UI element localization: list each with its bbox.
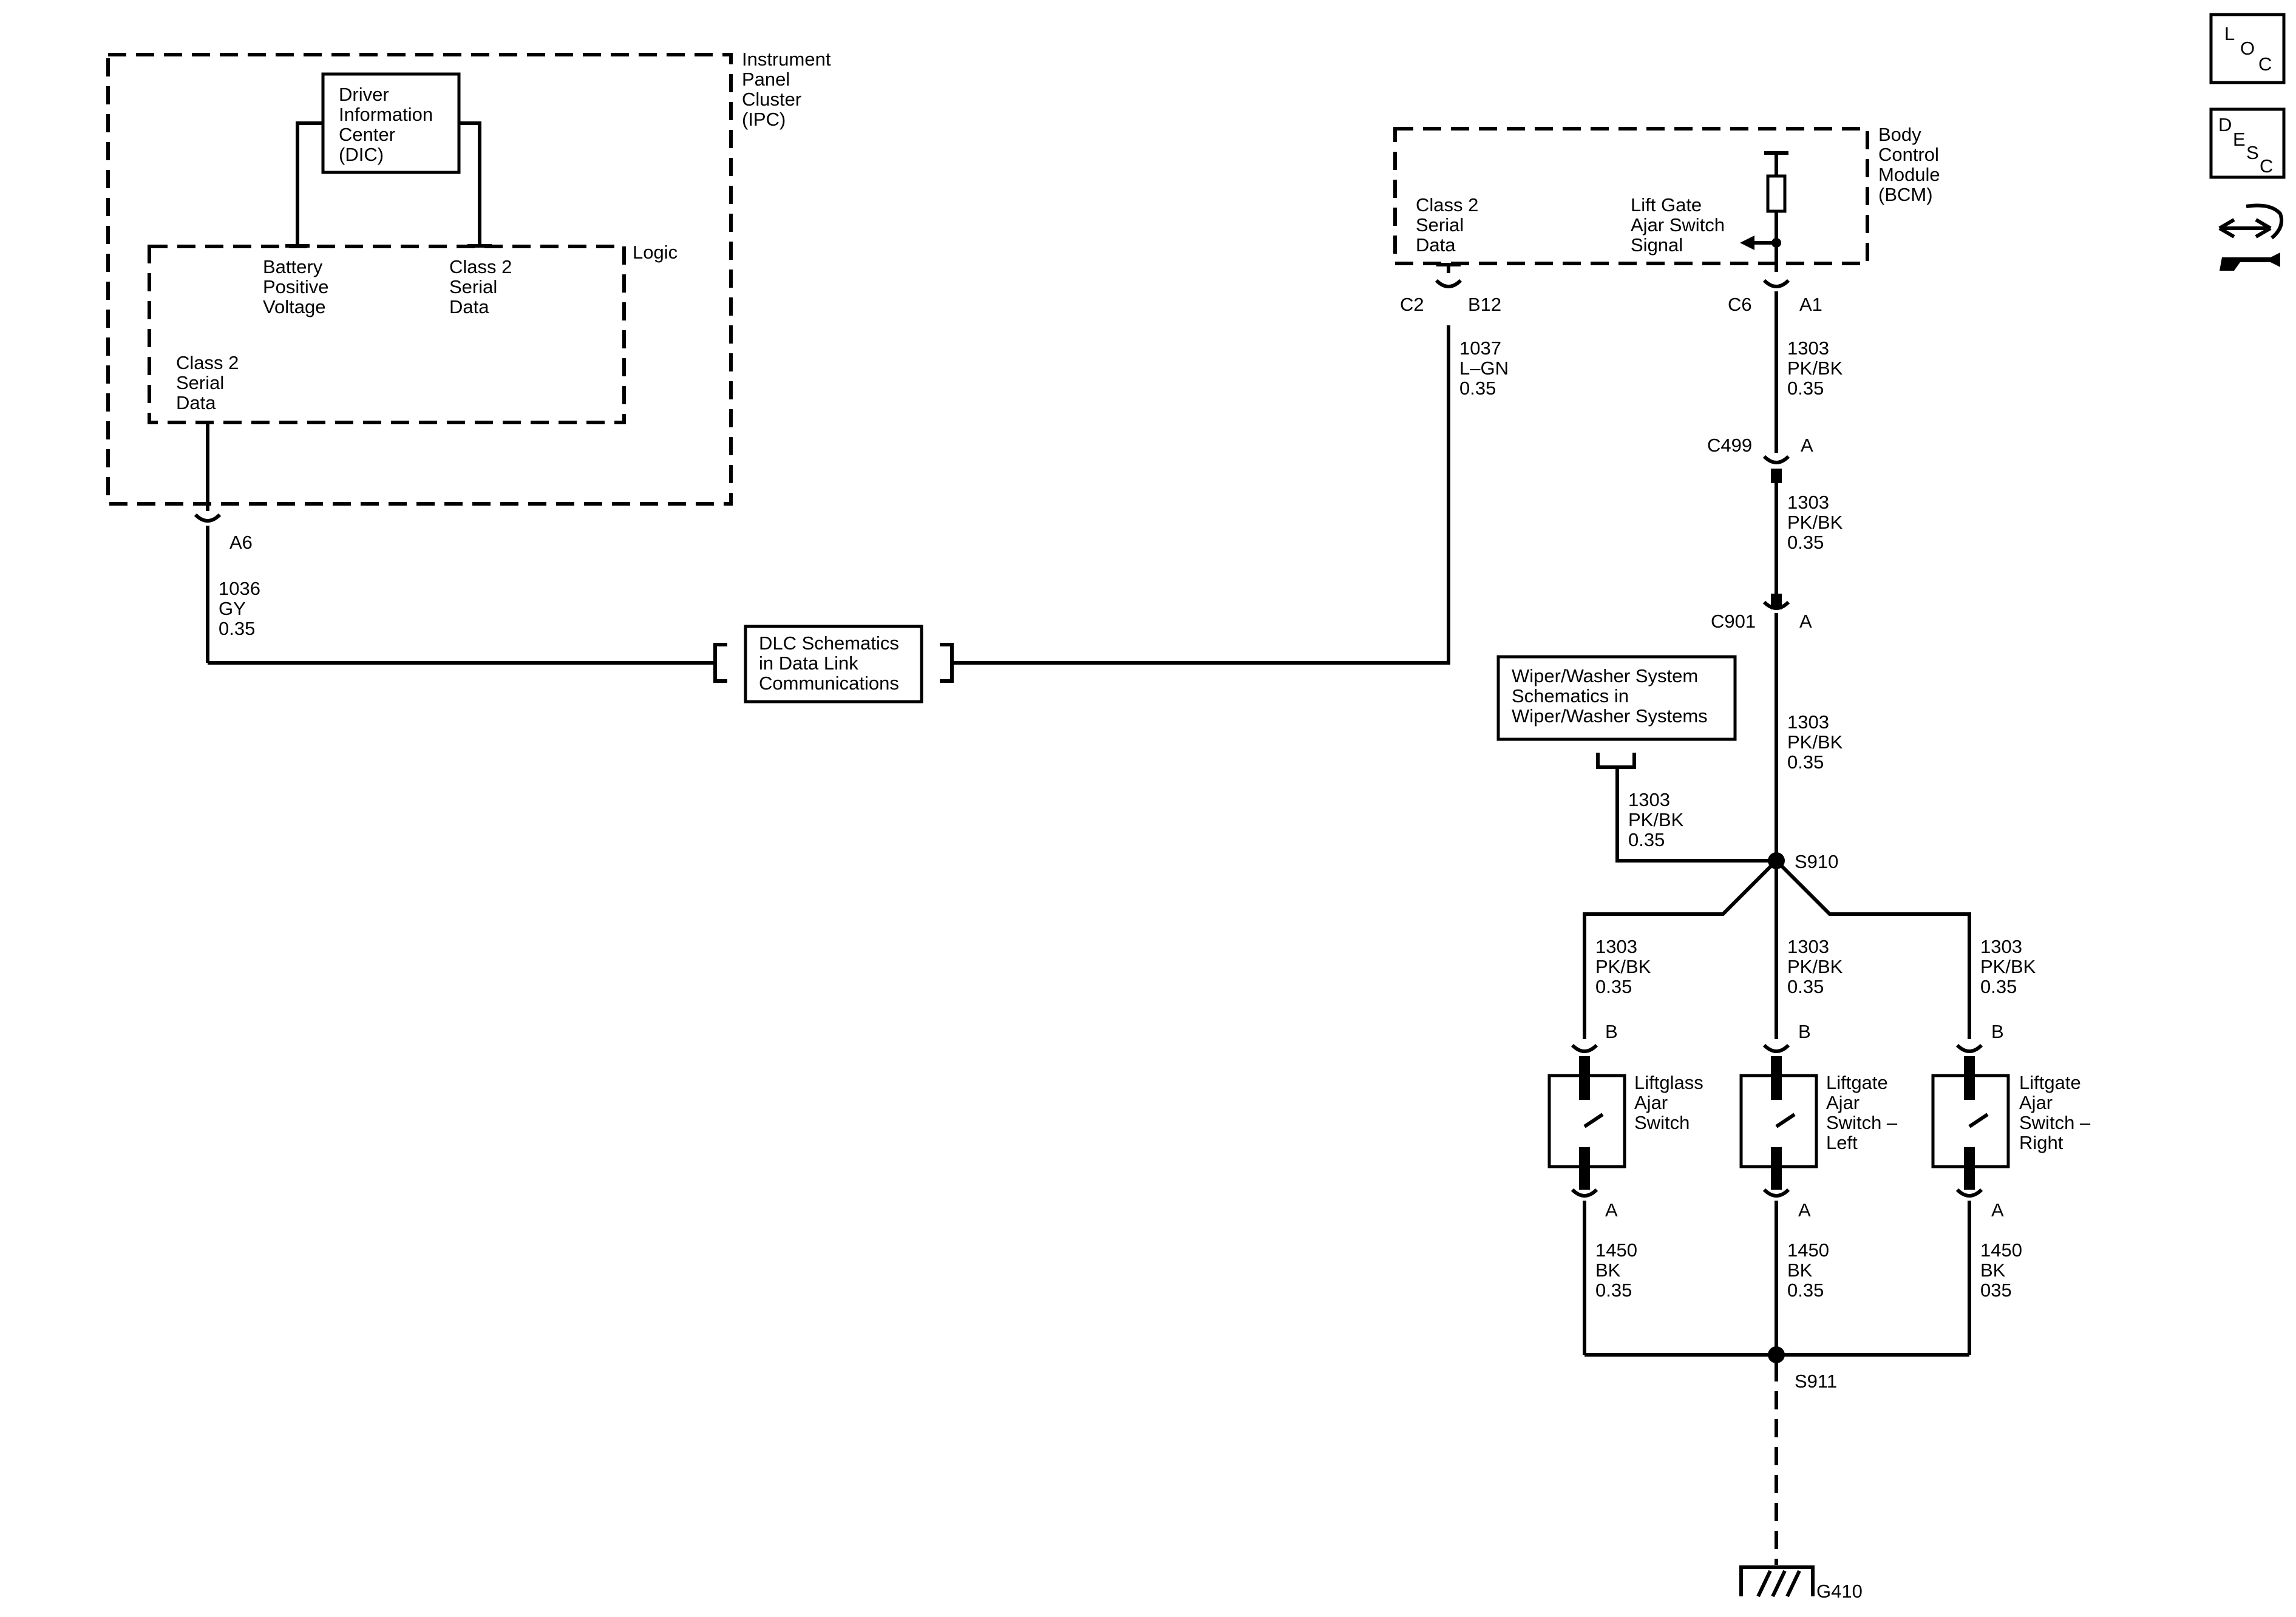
body-control-module: Body Control Module (BCM) Class 2 Serial… xyxy=(1393,124,1945,315)
dic-label: Driver Information Center (DIC) xyxy=(339,84,438,165)
svg-text:C: C xyxy=(2258,53,2272,75)
wire-1303-label-3: 1303 PK/BK 0.35 xyxy=(1787,711,1848,773)
wire-1303-label-wiper: 1303 PK/BK 0.35 xyxy=(1628,789,1689,850)
switch2-pin-a: A xyxy=(1798,1199,1811,1221)
svg-text:S: S xyxy=(2246,142,2259,163)
splice-s911-label: S911 xyxy=(1795,1371,1837,1392)
bcm-connector-c6: C6 xyxy=(1728,294,1752,315)
pullup-resistor xyxy=(1766,174,1787,213)
switch3-pin-b: B xyxy=(1991,1021,2004,1042)
wire-1303-label-2: 1303 PK/BK 0.35 xyxy=(1787,492,1848,553)
bcm-class2-label: Class 2 Serial Data xyxy=(1416,194,1484,256)
wire-1036-label: 1036 GY 0.35 xyxy=(219,578,266,639)
splice-s911: S911 xyxy=(1584,1346,1969,1565)
ground-g410: G410 xyxy=(1739,1565,1863,1602)
switch2-pin-b: B xyxy=(1798,1021,1811,1042)
instrument-panel-cluster: Instrument Panel Cluster (IPC) Driver In… xyxy=(106,49,836,663)
bcm-pin-b12: B12 xyxy=(1468,294,1501,315)
switch1-pin-a: A xyxy=(1605,1199,1618,1221)
svg-text:C: C xyxy=(2260,155,2273,177)
wire-1450-label-sw3: 1450 BK 035 xyxy=(1980,1239,2028,1301)
switch3-label: Liftgate Ajar Switch – Right xyxy=(2019,1072,2096,1153)
ground-g410-label: G410 xyxy=(1816,1581,1863,1602)
wire-1303-label-1: 1303 PK/BK 0.35 xyxy=(1787,337,1848,399)
bcm-liftgate-signal-label: Lift Gate Ajar Switch Signal xyxy=(1631,194,1730,256)
switch3-pin-a: A xyxy=(1991,1199,2004,1221)
splice-s910: S910 xyxy=(1583,851,1971,1039)
driver-information-center: Driver Information Center (DIC) xyxy=(321,72,461,174)
wire-1303-label-sw1: 1303 PK/BK 0.35 xyxy=(1595,936,1656,997)
switch1-pin-b: B xyxy=(1605,1021,1618,1042)
description-icon[interactable]: D E S C xyxy=(2209,107,2286,179)
wiper-washer-label: Wiper/Washer System Schematics in Wiper/… xyxy=(1512,665,1708,727)
wire-1037-label: 1037 L–GN 0.35 xyxy=(1459,337,1514,399)
connector-c499: C499 xyxy=(1707,435,1752,456)
connector-c901-pin: A xyxy=(1799,611,1812,632)
wire-1450-label-sw1: 1450 BK 0.35 xyxy=(1595,1239,1643,1301)
wire-1450-label-sw2: 1450 BK 0.35 xyxy=(1787,1239,1835,1301)
splice-s910-label: S910 xyxy=(1795,851,1838,872)
dlc-label: DLC Schematics in Data Link Communicatio… xyxy=(759,632,904,694)
ipc-label: Instrument Panel Cluster (IPC) xyxy=(742,49,836,130)
location-icon[interactable]: L O C xyxy=(2209,13,2286,84)
dlc-reference: DLC Schematics in Data Link Communicatio… xyxy=(208,325,1450,703)
logic-label: Logic xyxy=(633,242,678,263)
svg-text:L: L xyxy=(2224,23,2235,44)
switch1-label: Liftglass Ajar Switch xyxy=(1634,1072,1708,1133)
svg-text:O: O xyxy=(2240,38,2255,59)
logic-block: Logic Battery Positive Voltage Class 2 S… xyxy=(148,242,678,424)
wiper-washer-reference: Wiper/Washer System Schematics in Wiper/… xyxy=(1496,655,1776,863)
repair-tools-icon[interactable] xyxy=(2218,203,2284,271)
svg-text:E: E xyxy=(2233,129,2246,150)
connector-c901: C901 xyxy=(1711,611,1756,632)
liftgate-signal-circuit: 1303 PK/BK 0.35 C499 A 1303 PK/BK 0.35 C… xyxy=(1707,291,1848,861)
wire-1303-label-sw3: 1303 PK/BK 0.35 xyxy=(1980,936,2041,997)
liftgate-ajar-switch-right: 1303 PK/BK 0.35 B A Liftgate Ajar Switch… xyxy=(1931,936,2096,1355)
bcm-label: Body Control Module (BCM) xyxy=(1878,124,1945,205)
bcm-pin-a1: A1 xyxy=(1799,294,1822,315)
liftglass-ajar-switch: 1303 PK/BK 0.35 B A Liftglass Ajar Switc… xyxy=(1547,936,1708,1355)
liftgate-ajar-switch-left: 1303 PK/BK 0.35 B A Liftgate Ajar Switch… xyxy=(1739,936,1903,1355)
bcm-connector-c2: C2 xyxy=(1400,294,1424,315)
wire-1303-label-sw2: 1303 PK/BK 0.35 xyxy=(1787,936,1848,997)
switch2-label: Liftgate Ajar Switch – Left xyxy=(1826,1072,1903,1153)
dic-class2-label: Class 2 Serial Data xyxy=(449,256,517,317)
connector-c499-pin: A xyxy=(1801,435,1813,456)
ipc-pin-a6: A6 xyxy=(229,532,253,553)
logic-class2-label: Class 2 Serial Data xyxy=(176,352,244,413)
battery-voltage-label: Battery Positive Voltage xyxy=(263,256,334,317)
svg-text:D: D xyxy=(2218,114,2232,135)
